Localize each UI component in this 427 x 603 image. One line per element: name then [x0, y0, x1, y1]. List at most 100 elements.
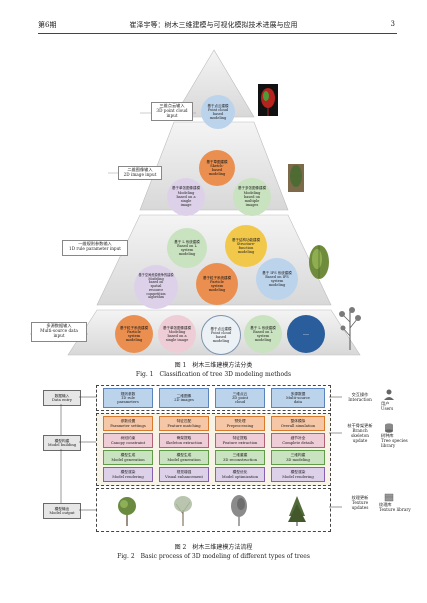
step-r2c1-text: 树冠约束 Canopy constraint: [110, 436, 146, 445]
step-r4c4: 模型渲染 Model rendering: [271, 467, 325, 482]
step-r2c3: 特征提取 Feature extraction: [215, 433, 265, 448]
method-sketch: 基于草图建模 Sketch- based modeling: [199, 150, 235, 186]
tree-thumbnail-multisource: [339, 307, 361, 350]
step-r4c2: 视觉增强 Visual enhancement: [159, 467, 209, 482]
step-r1c3-text: 预处理 Preprocessing: [226, 419, 254, 428]
tree-species-library-label: 树种库 Tree species library: [381, 433, 408, 448]
method-structure-function-text: 基于结构功能建模 Structure- function modeling: [232, 237, 260, 255]
level-label-image: 二维图像输入 2D image input: [118, 166, 162, 180]
step-r3c2-text: 模型生成 Model generation: [167, 453, 201, 462]
step-r3c3-text: 三维重建 3D reconstruction: [223, 453, 257, 462]
output-tree-3: [231, 495, 247, 526]
method-particle: 基于粒子系统建模 Particle system modeling: [196, 263, 238, 305]
method-spatial-competition-text: 基于空间资源竞争的建模 Modeling based on spatial re…: [138, 272, 174, 300]
level-label-rule: 一维规则参数输入 1D rule parameter input: [62, 240, 128, 256]
method-sketch-text: 基于草图建模 Sketch- based modeling: [206, 159, 228, 177]
step-r3c1: 模型生成 Model generation: [103, 450, 153, 465]
stage-data-entry-text: 数据输入 Data entry: [52, 393, 72, 402]
stage-model-output-text: 模型输出 Model output: [49, 506, 75, 515]
output-row-frame: [96, 488, 331, 532]
method-multi-particle: 基于粒子系统建模 Particle system modeling: [115, 315, 153, 353]
users-icon: [384, 389, 394, 400]
input-3d-pointcloud-text: 三维点云 3D point cloud: [231, 391, 249, 405]
method-ifs-text: 基于 IFS 系统建模 Based on IFS system modeling: [262, 270, 292, 288]
step-r3c2: 模型生成 Model generation: [159, 450, 209, 465]
output-tree-2: [174, 496, 192, 526]
step-r4c2-text: 视觉增强 Visual enhancement: [165, 470, 203, 479]
texture-library-label-text: 纹理库 Texture library: [379, 502, 411, 512]
input-multisource-text: 多源数据 Multi-source data: [286, 391, 310, 405]
step-r4c3: 模型优化 Model optimization: [215, 467, 265, 482]
step-r1c2: 特征匹配 Feature matching: [159, 416, 209, 431]
header-rule: [38, 33, 397, 34]
method-multi-pointcloud: 基于点云建模 Point cloud based modeling: [201, 315, 241, 355]
users-label: 用户 Users: [381, 401, 393, 411]
method-multi-image-text: 基于多张图像建模 Modeling based on multiple imag…: [238, 186, 266, 208]
tree-species-library-label-text: 树种库 Tree species library: [381, 433, 408, 448]
step-r3c3: 三维重建 3D reconstruction: [215, 450, 265, 465]
interaction-note: 交互操作 Interaction: [342, 388, 378, 406]
method-multi-single-image: 基于单张图像建模 Modeling based on a single imag…: [158, 315, 196, 353]
step-r2c2: 骨架提取 Skeleton extraction: [159, 433, 209, 448]
step-r2c1: 树冠约束 Canopy constraint: [103, 433, 153, 448]
input-3d-pointcloud: 三维点云 3D point cloud: [215, 388, 265, 408]
step-r2c3-text: 特征提取 Feature extraction: [222, 436, 258, 445]
method-multi-lsystem: 基于 L 系统建模 Based on L system modeling: [244, 315, 282, 353]
input-2d-images-text: 二维图像 2D images: [174, 393, 194, 402]
step-r3c4: 三维构建 3D modeling: [271, 450, 325, 465]
method-more: …: [287, 315, 325, 353]
method-spatial-competition: 基于空间资源竞争的建模 Modeling based on spatial re…: [134, 265, 178, 309]
level-label-pointcloud: 三维点云输入 3D point cloud input: [151, 102, 193, 121]
stage-model-building: 模型构建 Model building: [43, 435, 81, 451]
fig2-caption-en: Fig. 2 Basic process of 3D modeling of d…: [117, 553, 310, 560]
tree-thumbnail-image: [288, 164, 304, 192]
step-r1c2-text: 特征匹配 Feature matching: [167, 419, 201, 428]
method-pointcloud-1-text: 基于点云建模 Point cloud based modeling: [207, 103, 229, 121]
step-r1c1: 参数设置 Parameter settings: [103, 416, 153, 431]
method-pointcloud-1: 基于点云建模 Point cloud based modeling: [201, 95, 235, 129]
step-r4c1-text: 模型渲染 Model rendering: [112, 470, 144, 479]
method-lsystem-text: 基于 L 系统建模 Based on L system modeling: [174, 239, 200, 257]
stage-model-building-text: 模型构建 Model building: [47, 438, 77, 447]
database-icon: [385, 423, 393, 433]
step-r1c4-text: 整体模拟 Overall simulation: [280, 419, 316, 428]
output-tree-4: [288, 496, 306, 526]
method-structure-function: 基于结构功能建模 Structure- function modeling: [225, 225, 267, 267]
step-r1c3: 预处理 Preprocessing: [215, 416, 265, 431]
method-multi-single-image-text: 基于单张图像建模 Modeling based on a single imag…: [163, 325, 191, 343]
step-r4c4-text: 模型渲染 Model rendering: [282, 470, 314, 479]
level-label-image-text: 二维图像输入 2D image input: [123, 167, 157, 177]
input-rule-params: 规则参数 1D rule parameters: [103, 388, 153, 408]
texture-update-note: 纹理更新 Texture updates: [342, 492, 378, 512]
method-multi-pointcloud-text: 基于点云建模 Point cloud based modeling: [210, 326, 232, 344]
method-single-image-text: 基于单张图像建模 Modeling based on a single imag…: [172, 186, 200, 208]
step-r2c4-text: 细节补全 Complete details: [282, 436, 314, 445]
step-r1c4: 整体模拟 Overall simulation: [271, 416, 325, 431]
page-number: 3: [390, 20, 395, 28]
level-label-rule-text: 一维规则参数输入 1D rule parameter input: [69, 241, 121, 251]
fig1-caption-en: Fig. 1 Classification of tree 3D modelin…: [135, 371, 292, 378]
fig2-caption-cn: 图 2 树木三维建模方法流程: [174, 544, 253, 551]
step-r3c4-text: 三维构建 3D modeling: [286, 453, 310, 462]
running-title: 崔泽宇等：树木三维建模与可视化模拟技术进展与应用: [129, 21, 298, 29]
texture-library-icon: [384, 493, 394, 502]
method-multi-lsystem-text: 基于 L 系统建模 Based on L system modeling: [250, 325, 276, 343]
issue-number: 第6期: [38, 21, 57, 29]
tree-thumbnail-leaf: [309, 245, 329, 279]
branch-update-note-text: 枝干骨架更新 Branch skeleton update: [347, 423, 373, 443]
level-label-multisource-text: 多源数据输入 Multi-source data input: [40, 323, 78, 338]
fig1-caption-cn: 图 1 树木三维建模方法分类: [174, 362, 253, 369]
method-lsystem: 基于 L 系统建模 Based on L system modeling: [167, 228, 207, 268]
input-2d-images: 二维图像 2D images: [159, 388, 209, 408]
input-rule-params-text: 规则参数 1D rule parameters: [117, 391, 139, 405]
input-row-frame: [96, 385, 331, 411]
level-label-multisource: 多源数据输入 Multi-source data input: [31, 322, 87, 342]
method-particle-text: 基于粒子系统建模 Particle system modeling: [203, 275, 231, 293]
stage-model-output: 模型输出 Model output: [43, 503, 81, 519]
method-ifs: 基于 IFS 系统建模 Based on IFS system modeling: [256, 258, 298, 300]
output-tree-1: [118, 497, 136, 526]
step-r3c1-text: 模型生成 Model generation: [111, 453, 145, 462]
